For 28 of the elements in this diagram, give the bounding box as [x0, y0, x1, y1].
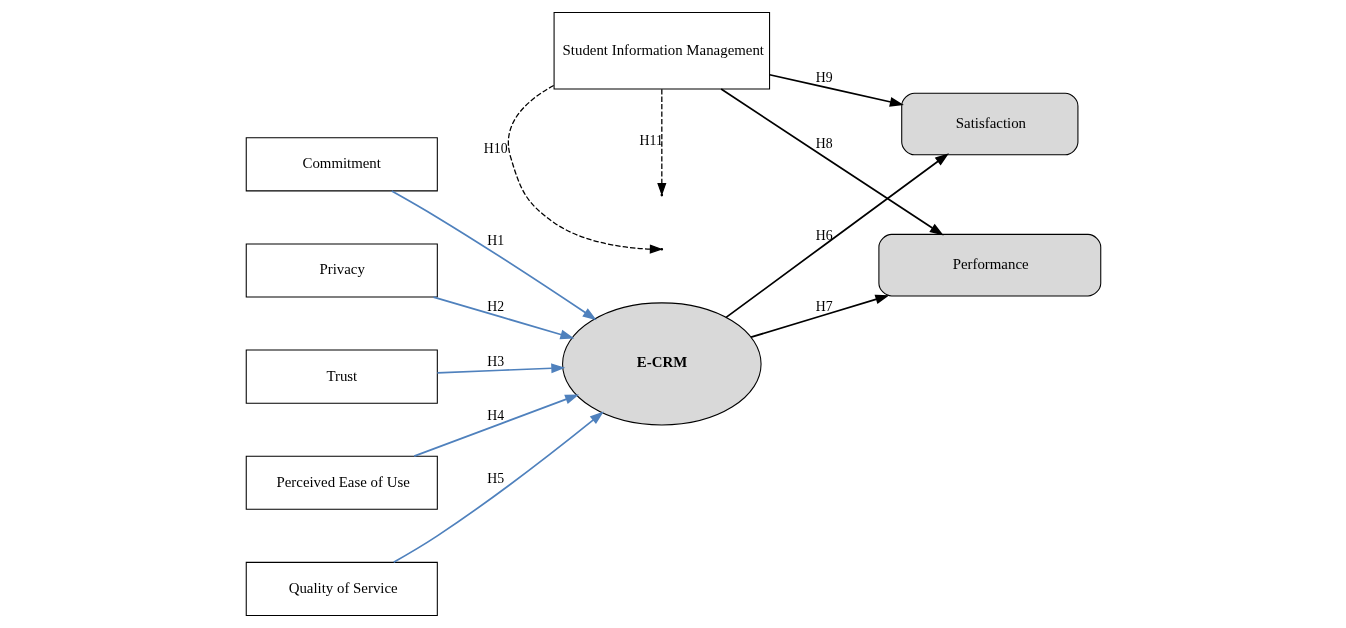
arrow: [749, 294, 889, 339]
edge-label: H5: [486, 471, 504, 487]
arrow: [412, 394, 579, 457]
edge-label: H10: [483, 141, 508, 157]
node-box: Privacy: [245, 243, 438, 298]
arrow: [432, 296, 574, 340]
edge-label: H1: [486, 233, 504, 249]
edge-label: H11: [639, 133, 663, 149]
arrow: [724, 153, 949, 319]
node-box: Perceived Ease of Use: [245, 455, 438, 510]
edge-label: H4: [486, 407, 504, 423]
arrow: [436, 363, 565, 374]
arrow: [392, 411, 604, 563]
node-box: Student Information Management: [553, 12, 770, 90]
arrow: [719, 88, 944, 236]
node-box: Performance: [877, 233, 1101, 297]
edge-label: H3: [486, 354, 504, 370]
edge-label: H2: [486, 299, 504, 315]
node-box: Satisfaction: [900, 92, 1078, 156]
edge-label: H6: [815, 228, 833, 244]
edge-label: H7: [815, 299, 833, 315]
edge-label: H9: [815, 69, 833, 85]
node-box: Trust: [245, 349, 438, 404]
node-box: Quality of Service: [245, 561, 438, 616]
arrow: [390, 190, 597, 321]
arrow: [768, 73, 904, 107]
node-box: Commitment: [245, 137, 438, 192]
edge-label: H8: [815, 135, 833, 151]
